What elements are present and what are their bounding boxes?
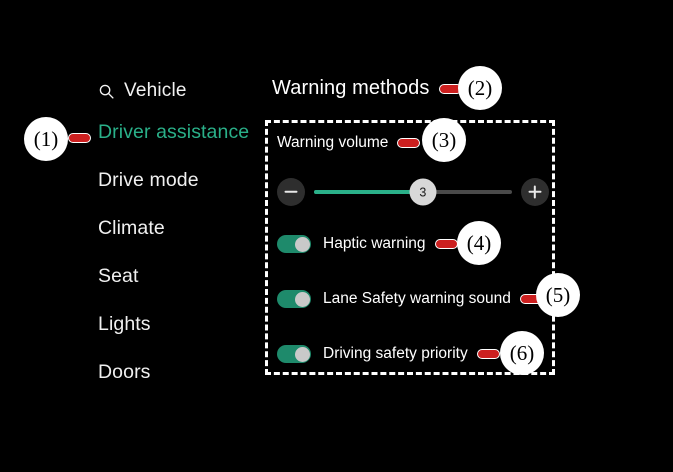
sidebar-item-label: Climate bbox=[98, 216, 165, 239]
minus-icon[interactable] bbox=[277, 178, 305, 206]
panel-title-row: Warning methods bbox=[272, 77, 467, 100]
setting-label: Lane Safety warning sound bbox=[323, 290, 511, 307]
sidebar-item-doors[interactable]: Doors bbox=[98, 348, 268, 396]
sidebar-item-lights[interactable]: Lights bbox=[98, 300, 268, 348]
setting-row-driving-safety-priority: Driving safety priority bbox=[277, 341, 505, 367]
sidebar-item-label: Driver assistance bbox=[98, 120, 250, 143]
setting-row-lane-safety-warning-sound: Lane Safety warning sound bbox=[277, 286, 548, 312]
sidebar-search[interactable]: Vehicle bbox=[98, 74, 268, 108]
group-header: Warning volume bbox=[277, 134, 425, 152]
volume-slider[interactable]: 3 bbox=[314, 178, 512, 206]
search-icon bbox=[99, 84, 114, 99]
plus-icon[interactable] bbox=[521, 178, 549, 206]
sidebar-item-label: Doors bbox=[98, 360, 151, 383]
slider-thumb[interactable]: 3 bbox=[409, 178, 437, 206]
slider-fill bbox=[314, 190, 423, 194]
annotation-marker-5: (5) bbox=[536, 273, 580, 317]
toggle-lane-safety-warning-sound[interactable] bbox=[277, 290, 311, 308]
sidebar-item-drive-mode[interactable]: Drive mode bbox=[98, 156, 268, 204]
annotation-dash-6 bbox=[476, 349, 500, 359]
annotation-marker-3: (3) bbox=[422, 118, 466, 162]
setting-label: Haptic warning bbox=[323, 235, 426, 252]
toggle-knob bbox=[294, 236, 310, 252]
sidebar-item-driver-assistance[interactable]: Driver assistance bbox=[98, 108, 268, 156]
annotation-marker-1: (1) bbox=[24, 117, 68, 161]
sidebar-item-label: Seat bbox=[98, 264, 139, 287]
sidebar-item-label: Drive mode bbox=[98, 168, 199, 191]
sidebar-item-seat[interactable]: Seat bbox=[98, 252, 268, 300]
sidebar: Vehicle Driver assistance Drive mode Cli… bbox=[98, 74, 268, 396]
annotation-marker-2: (2) bbox=[458, 66, 502, 110]
group-title: Warning volume bbox=[277, 134, 389, 151]
sidebar-item-label: Lights bbox=[98, 312, 151, 335]
sidebar-item-climate[interactable]: Climate bbox=[98, 204, 268, 252]
annotation-dash-4 bbox=[434, 239, 458, 249]
toggle-knob bbox=[294, 291, 310, 307]
annotation-dash-3 bbox=[397, 138, 421, 148]
annotation-marker-4: (4) bbox=[457, 221, 501, 265]
toggle-knob bbox=[294, 346, 310, 362]
annotation-dash-1 bbox=[68, 133, 91, 143]
warning-volume-group: Warning volume 3 Haptic warning Lane Saf… bbox=[265, 120, 555, 375]
toggle-driving-safety-priority[interactable] bbox=[277, 345, 311, 363]
warning-volume-slider-row: 3 bbox=[277, 173, 549, 211]
setting-row-haptic-warning: Haptic warning bbox=[277, 231, 463, 257]
setting-label: Driving safety priority bbox=[323, 345, 468, 362]
annotation-marker-6: (6) bbox=[500, 331, 544, 375]
sidebar-search-label: Vehicle bbox=[124, 80, 187, 101]
page-title: Warning methods bbox=[272, 77, 430, 99]
toggle-haptic-warning[interactable] bbox=[277, 235, 311, 253]
